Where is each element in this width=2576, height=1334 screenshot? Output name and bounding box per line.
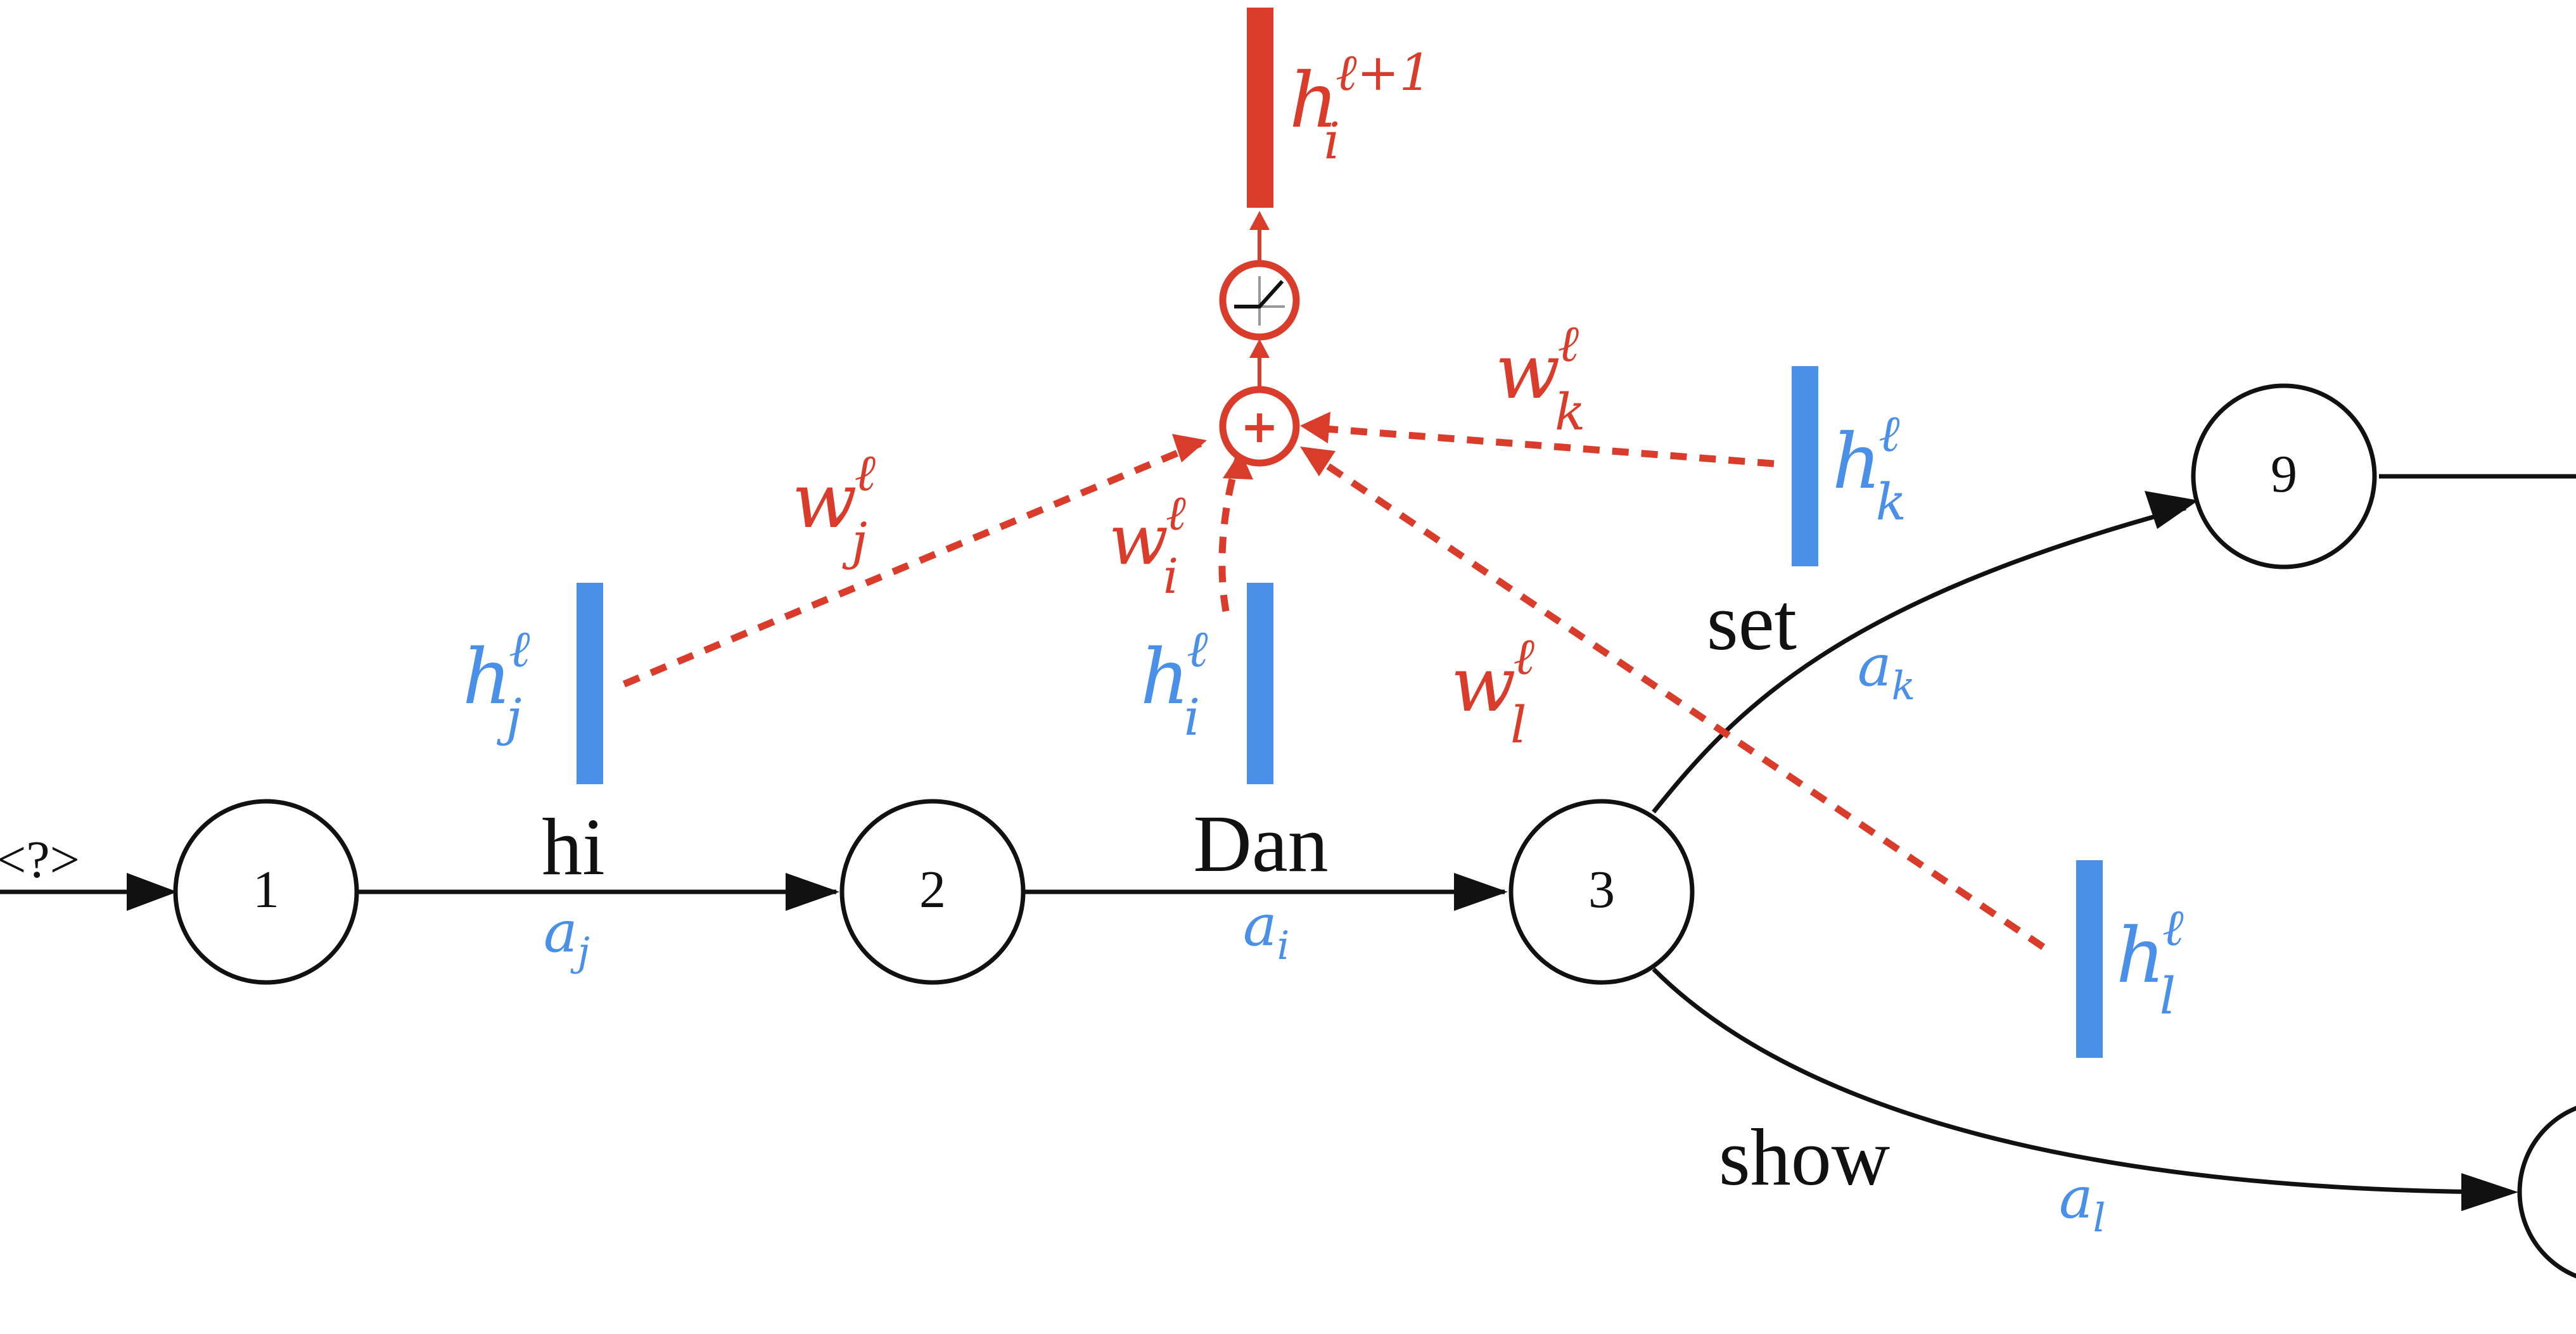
relu-curve-icon [1234,279,1284,308]
sum-node[interactable]: + [1219,386,1300,467]
arrowhead-into-2 [786,873,839,911]
word-set: set [1707,577,1797,667]
node-3[interactable]: 3 [1508,799,1695,985]
arrowhead-message-j [1172,434,1207,462]
node-1-label: 1 [253,860,279,919]
hidden-state-bars [577,8,2103,1058]
edge-3-to-9 [1652,505,2186,814]
edge-3-to-right [1652,967,2509,1195]
node-9[interactable]: 9 [2191,383,2377,569]
word-dan: Dan [1193,799,1328,889]
arrowhead-message-l [1300,447,1336,476]
message-edge-i [1218,456,1242,612]
lattice-arrowheads [127,491,2518,1211]
arrowhead-message-k [1300,412,1330,443]
node-3-label: 3 [1588,860,1615,919]
arrowhead-message-i [1223,451,1253,480]
node-2-label: 2 [919,860,946,919]
start-label: <?> [0,830,80,889]
arrowhead-into-3 [1454,873,1508,911]
arrowhead-relu-to-out [1249,211,1270,230]
arc-label-k: ak [1858,633,1915,709]
hidden-bar-k [1792,366,1818,566]
node-2[interactable]: 2 [839,799,1026,985]
arrowhead-into-9 [2145,491,2198,529]
sum-symbol: + [1240,400,1278,453]
arc-label-i: ai [1243,893,1290,969]
relu-node[interactable] [1219,260,1300,341]
arc-label-l: al [2059,1165,2106,1241]
arrowhead-into-1 [127,873,177,911]
hidden-bar-out [1247,8,1273,208]
lattice-nodes: 1 2 3 9 [173,383,2576,1283]
arc-label-j: aj [544,899,590,975]
word-labels: hi Dan set show [542,577,1890,1202]
node-9-label: 9 [2271,445,2297,504]
aggregation-ops: + [1219,211,1300,467]
arrowhead-into-right-node [2461,1173,2518,1211]
lattice-edges [0,474,2576,1195]
arc-labels: aj ai ak al [544,633,2106,1241]
hidden-bar-i [1247,583,1273,784]
node-1[interactable]: 1 [173,799,359,985]
word-show: show [1719,1112,1890,1202]
arrowhead-sum-to-relu [1249,339,1270,358]
hidden-bar-l [2076,860,2103,1058]
hidden-bar-j [577,583,603,784]
word-hi: hi [542,802,605,892]
node-partial-right[interactable] [2517,1102,2576,1283]
message-edge-k [1317,424,1775,467]
message-arrowheads [1172,412,1336,480]
message-edges [622,424,2046,950]
